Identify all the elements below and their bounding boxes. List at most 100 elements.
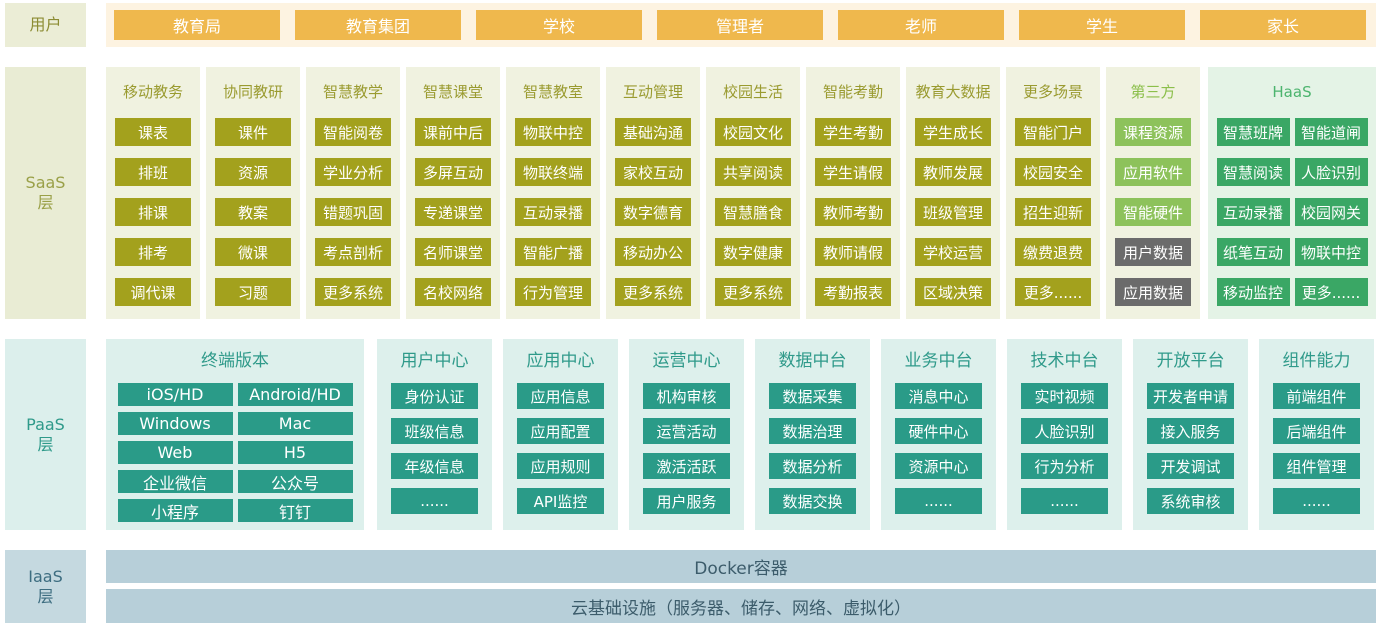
paas-column: 用户中心身份认证班级信息年级信息...... [377,339,492,530]
user-band: 教育局 教育集团 学校 管理者 老师 学生 家长 [106,3,1376,47]
user-chip: 管理者 [657,10,823,40]
saas-column-title: 智能考勤 [822,83,883,101]
haas-item-chip: 物联中控 [1294,238,1368,266]
saas-item-list: 学生成长教师发展班级管理学校运营区域决策 [915,118,991,306]
saas-column: 移动教务课表排班排课排考调代课 [106,67,200,319]
saas-item-chip: 基础沟通 [615,118,691,146]
paas-column-title: 运营中心 [652,351,721,371]
haas-item-chip: 智能道闸 [1294,118,1368,146]
layer-label-iaas: IaaS 层 [5,550,86,623]
paas-item-list: 实时视频人脸识别行为分析...... [1021,383,1108,514]
saas-item-chip: 物联中控 [515,118,591,146]
paas-item-chip: ...... [1273,488,1360,514]
third-party-item-chip: 应用软件 [1115,158,1191,186]
saas-item-chip: 教案 [215,198,291,226]
paas-item-chip: 消息中心 [895,383,982,409]
saas-item-chip: 课前中后 [415,118,491,146]
saas-item-chip: 更多...... [1015,278,1091,306]
saas-item-chip: 智能广播 [515,238,591,266]
third-party-column: 第三方课程资源应用软件智能硬件用户数据应用数据 [1106,67,1200,319]
saas-column: 智慧教室物联中控物联终端互动录播智能广播行为管理 [506,67,600,319]
paas-item-chip: API监控 [517,488,604,514]
haas-item-chip: 智慧阅读 [1216,158,1290,186]
paas-column-title: 业务中台 [904,351,973,371]
third-party-item-list: 课程资源应用软件智能硬件用户数据应用数据 [1115,118,1191,306]
paas-item-chip: 系统审核 [1147,488,1234,514]
saas-item-chip: 考点剖析 [315,238,391,266]
third-party-item-chip: 课程资源 [1115,118,1191,146]
third-party-item-chip: 应用数据 [1115,278,1191,306]
saas-column-title: 教育大数据 [915,83,991,101]
saas-item-chip: 错题巩固 [315,198,391,226]
layer-label-paas: PaaS 层 [5,339,86,530]
layer-label-user: 用户 [5,3,86,47]
paas-column-title: 数据中台 [778,351,847,371]
user-chip: 学生 [1019,10,1185,40]
saas-item-list: 课件资源教案微课习题 [215,118,291,306]
saas-item-chip: 数字德育 [615,198,691,226]
paas-item-chip: 年级信息 [391,453,478,479]
saas-item-chip: 教师发展 [915,158,991,186]
terminal-item-chip: Web [117,441,233,464]
saas-item-chip: 更多系统 [615,278,691,306]
third-party-item-chip: 用户数据 [1115,238,1191,266]
paas-item-list: 前端组件后端组件组件管理...... [1273,383,1360,514]
terminal-item-chip: 企业微信 [117,470,233,493]
saas-item-chip: 智能门户 [1015,118,1091,146]
paas-column: 运营中心机构审核运营活动激活活跃用户服务 [629,339,744,530]
saas-item-chip: 学生成长 [915,118,991,146]
paas-column-title: 用户中心 [400,351,469,371]
paas-column-title: 组件能力 [1282,351,1351,371]
saas-item-chip: 更多系统 [715,278,791,306]
saas-column-title: 协同教研 [222,83,283,101]
saas-item-chip: 课表 [115,118,191,146]
user-chip: 家长 [1200,10,1366,40]
paas-column: 组件能力前端组件后端组件组件管理...... [1259,339,1374,530]
saas-column-title: 互动管理 [622,83,683,101]
saas-item-chip: 共享阅读 [715,158,791,186]
paas-item-list: 开发者申请接入服务开发调试系统审核 [1147,383,1234,514]
saas-item-chip: 名师课堂 [415,238,491,266]
saas-item-chip: 资源 [215,158,291,186]
paas-item-chip: 资源中心 [895,453,982,479]
haas-item-chip: 互动录播 [1216,198,1290,226]
saas-item-list: 课表排班排课排考调代课 [115,118,191,306]
saas-column: 校园生活校园文化共享阅读智慧膳食数字健康更多系统 [706,67,800,319]
terminal-item-chip: 公众号 [237,470,353,493]
saas-item-chip: 学业分析 [315,158,391,186]
paas-column: 开放平台开发者申请接入服务开发调试系统审核 [1133,339,1248,530]
saas-item-list: 校园文化共享阅读智慧膳食数字健康更多系统 [715,118,791,306]
paas-item-chip: 数据分析 [769,453,856,479]
paas-item-chip: ...... [391,488,478,514]
user-chip: 学校 [476,10,642,40]
paas-item-chip: 前端组件 [1273,383,1360,409]
saas-item-chip: 更多系统 [315,278,391,306]
paas-item-chip: 激活活跃 [643,453,730,479]
haas-item-chip: 智慧班牌 [1216,118,1290,146]
saas-column: 智慧课堂课前中后多屏互动专递课堂名师课堂名校网络 [406,67,500,319]
paas-item-chip: 接入服务 [1147,418,1234,444]
saas-item-list: 学生考勤学生请假教师考勤教师请假考勤报表 [815,118,891,306]
saas-column: 协同教研课件资源教案微课习题 [206,67,300,319]
saas-item-chip: 微课 [215,238,291,266]
saas-item-chip: 招生迎新 [1015,198,1091,226]
paas-item-chip: 应用配置 [517,418,604,444]
saas-column-title: 智慧教学 [322,83,383,101]
paas-column-title: 技术中台 [1030,351,1099,371]
paas-item-chip: 数据治理 [769,418,856,444]
iaas-docker-bar: Docker容器 [106,550,1376,583]
paas-column-title: 应用中心 [526,351,595,371]
terminal-item-chip: 小程序 [117,499,233,522]
terminal-item-chip: Android/HD [237,383,353,406]
iaas-docker-text: Docker容器 [694,559,788,579]
layer-label-iaas-text: IaaS 层 [28,566,63,606]
paas-item-chip: ...... [1021,488,1108,514]
terminal-item-chip: iOS/HD [117,383,233,406]
saas-column: 教育大数据学生成长教师发展班级管理学校运营区域决策 [906,67,1000,319]
iaas-infra-text: 云基础设施（服务器、储存、网络、虚拟化） [571,598,911,619]
paas-column: 业务中台消息中心硬件中心资源中心...... [881,339,996,530]
